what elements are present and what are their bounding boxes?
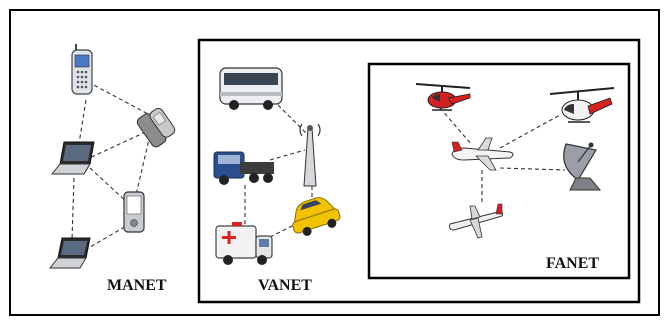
taxi-icon	[287, 193, 343, 240]
airliner-icon	[452, 138, 513, 170]
mobile-phone-icon	[72, 44, 92, 94]
laptop-icon	[50, 238, 90, 268]
satellite-dish-icon	[564, 143, 600, 191]
fanet-frame	[369, 64, 629, 278]
ambulance-icon	[216, 222, 272, 265]
manet-label: MANET	[107, 277, 167, 294]
truck-icon	[214, 152, 274, 185]
jet-icon	[450, 204, 503, 238]
laptop-icon	[52, 142, 94, 174]
helicopter-icon	[550, 88, 614, 122]
helicopter-icon	[416, 84, 470, 110]
vanet-label: VANET	[258, 277, 312, 294]
bus-icon	[220, 68, 282, 110]
pda-icon	[124, 192, 144, 232]
cell-tower-icon	[300, 124, 320, 186]
flip-phone-icon	[135, 105, 177, 149]
fanet-label: FANET	[546, 255, 599, 272]
